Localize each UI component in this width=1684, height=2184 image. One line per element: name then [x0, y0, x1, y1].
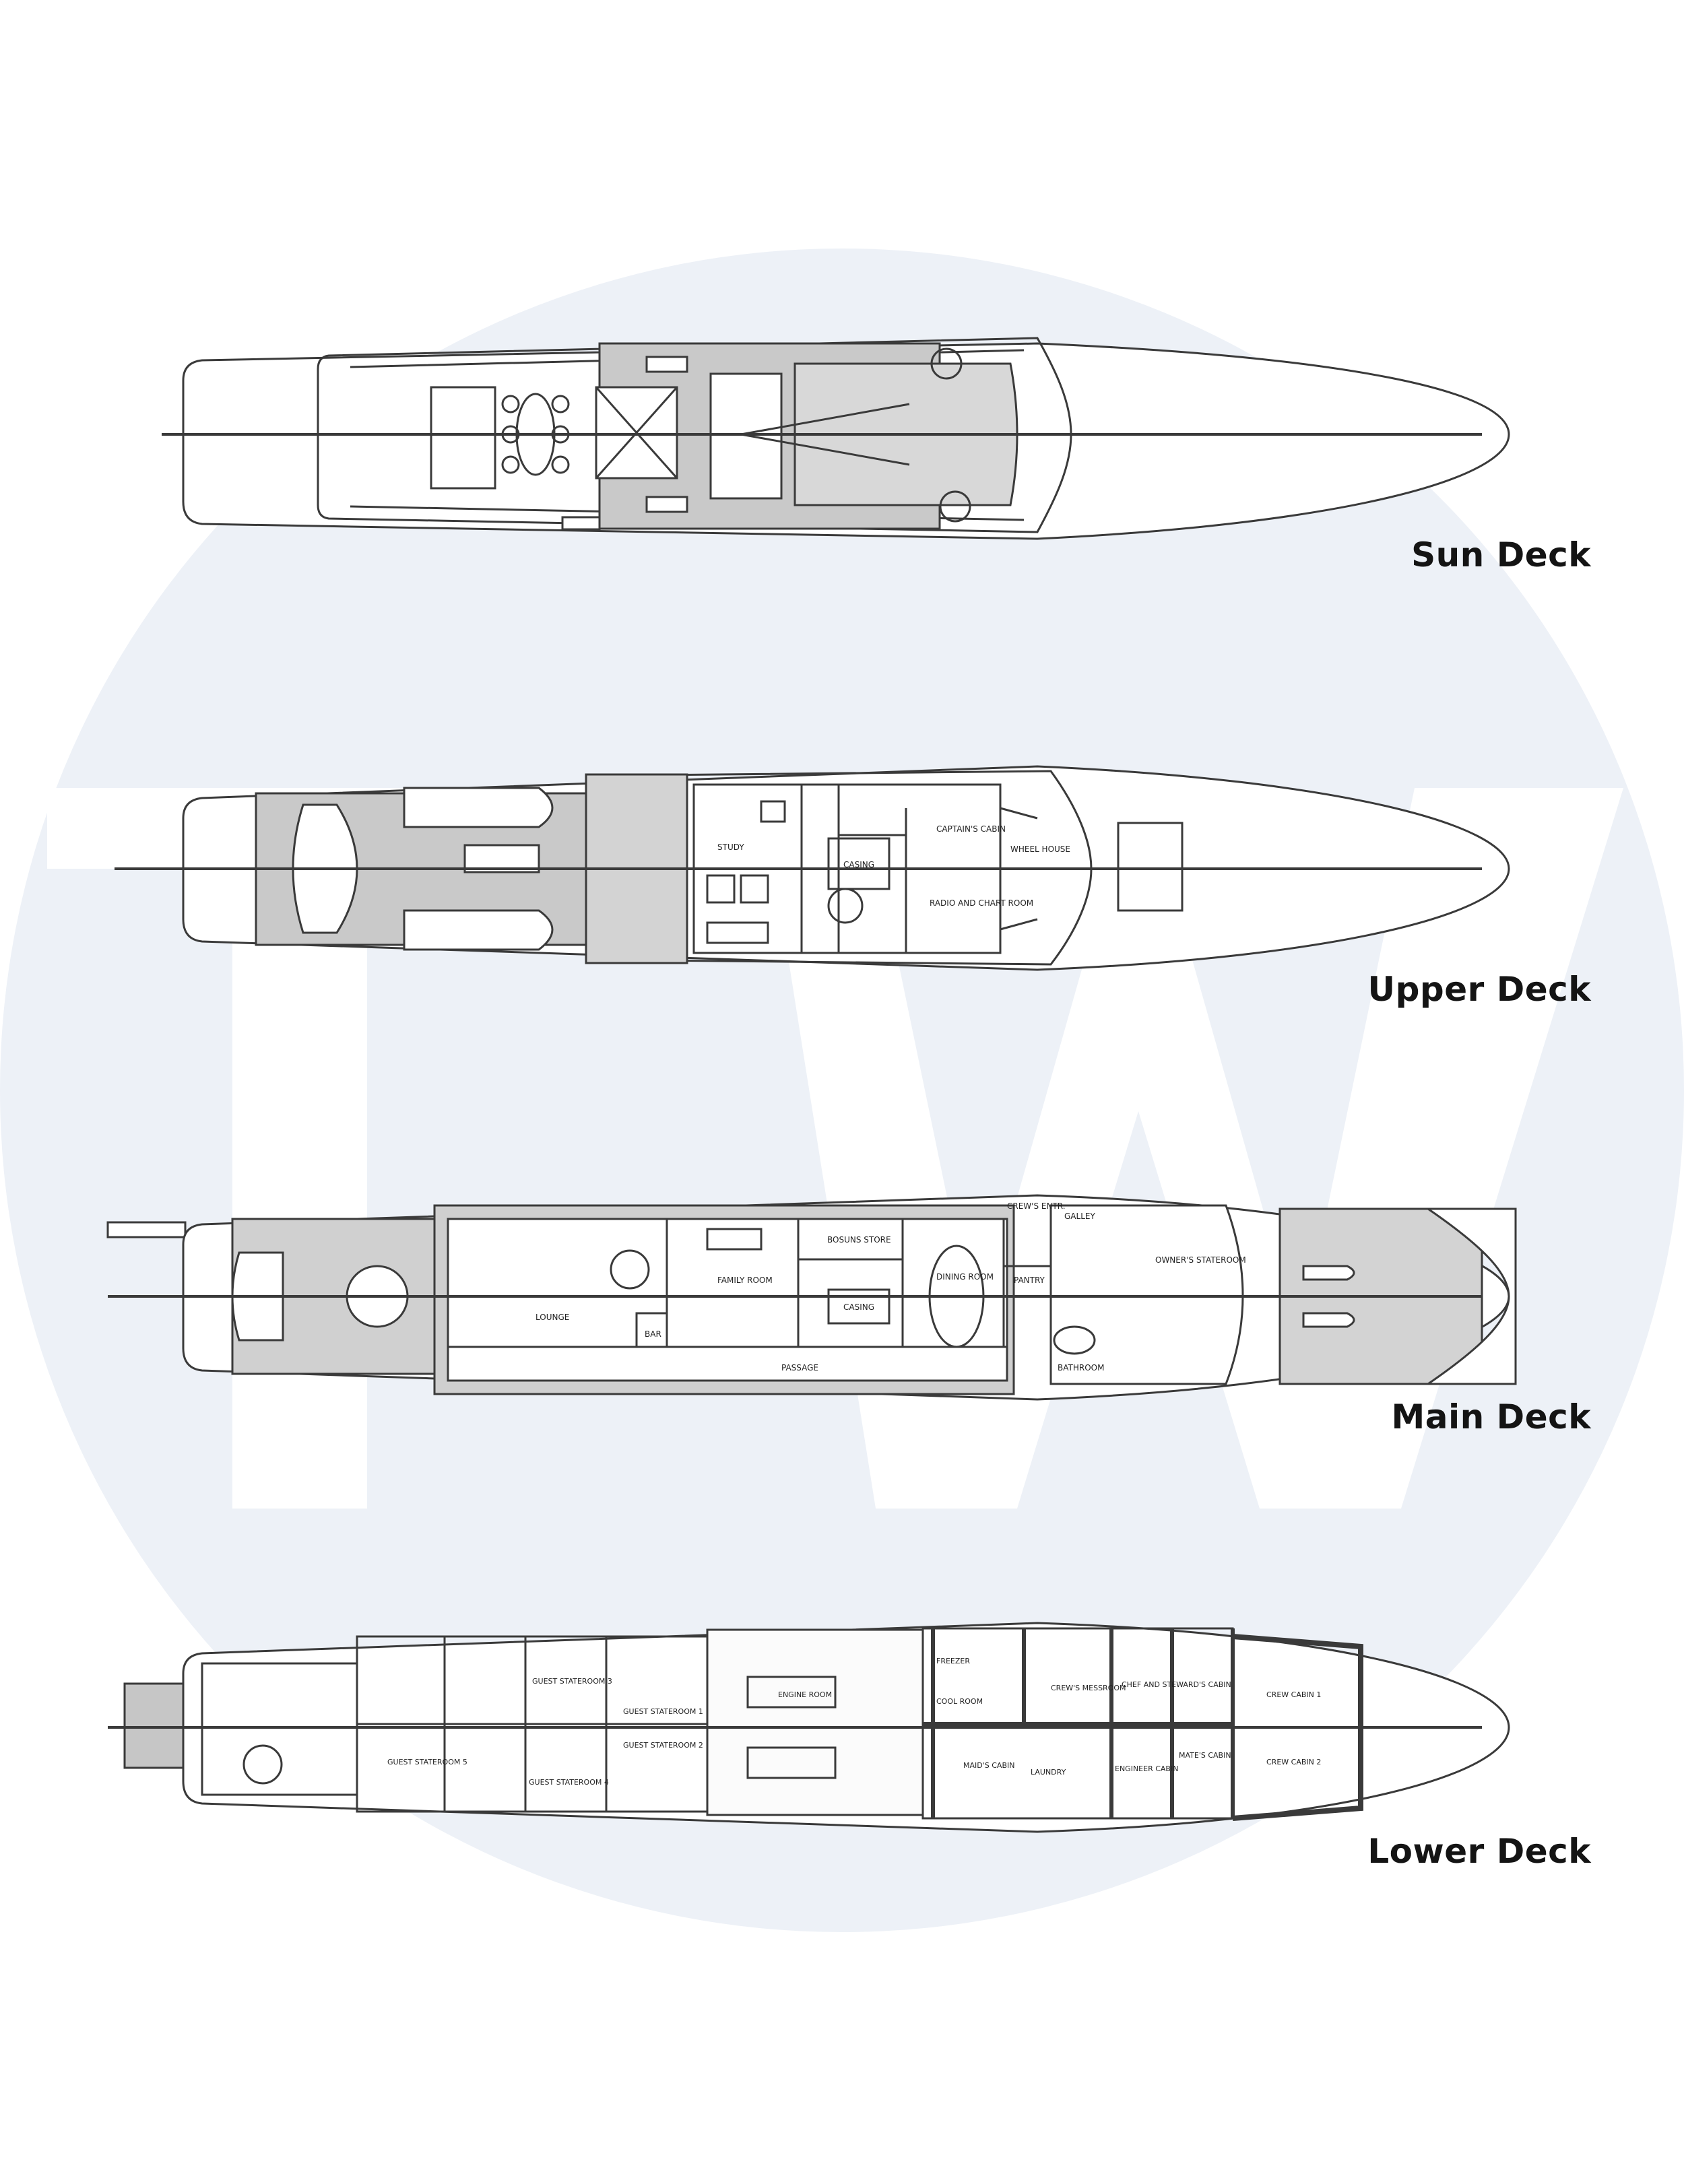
sun-deck-plan: [162, 337, 1510, 540]
upper-deck-casing: [827, 837, 890, 890]
upper-deck-tender-port: [403, 787, 554, 828]
room-label: BATHROOM: [1058, 1363, 1104, 1372]
room-label: BAR: [645, 1329, 661, 1339]
sun-deck-stair-port: [645, 356, 688, 373]
main-deck-foredeck-mask: [1425, 1207, 1517, 1385]
room-label: STUDY: [717, 842, 744, 852]
upper-deck-plan: STUDY CASING CAPTAIN'S CABIN WHEEL HOUSE…: [115, 765, 1510, 971]
room-label: CREW'S MESSROOM: [1051, 1684, 1126, 1692]
room-label: RADIO AND CHART ROOM: [930, 898, 1033, 908]
room-label: MAID'S CABIN: [963, 1761, 1014, 1770]
room-label: GUEST STATEROOM 1: [623, 1707, 703, 1716]
upper-deck-forward-hatch: [1117, 822, 1184, 912]
lower-deck-label: Lower Deck: [1367, 1832, 1591, 1871]
room-label: PASSAGE: [781, 1363, 818, 1372]
room-label: CREW CABIN 2: [1266, 1758, 1321, 1766]
lower-deck-engine-stbd: [746, 1746, 837, 1779]
room-label: ENGINEER CABIN: [1115, 1764, 1178, 1773]
lower-deck-room-labels: GUEST STATEROOM 3 GUEST STATEROOM 1 GUES…: [387, 1657, 1321, 1787]
main-deck-label: Main Deck: [1391, 1397, 1591, 1436]
room-label: GUEST STATEROOM 5: [387, 1758, 467, 1766]
main-deck-jetski-port: [1302, 1265, 1355, 1281]
room-label: BOSUNS STORE: [827, 1235, 891, 1245]
room-label: OWNER'S STATEROOM: [1155, 1255, 1246, 1265]
sun-deck-label: Sun Deck: [1411, 535, 1591, 574]
sun-deck-superstructure: [317, 337, 1072, 533]
room-label: GUEST STATEROOM 4: [529, 1778, 609, 1787]
upper-deck-label: Upper Deck: [1367, 970, 1591, 1009]
sun-deck-bench-port: [561, 516, 601, 531]
lower-deck-beach-club: [201, 1662, 358, 1796]
room-label: LAUNDRY: [1031, 1768, 1066, 1777]
lower-deck-engine-room: [706, 1628, 924, 1816]
room-label: GUEST STATEROOM 3: [532, 1677, 612, 1686]
sun-deck-sunpad-cross: [595, 387, 678, 479]
room-label: FREEZER: [936, 1657, 970, 1665]
room-label: GUEST STATEROOM 2: [623, 1741, 703, 1750]
room-label: CAPTAIN'S CABIN: [936, 824, 1006, 834]
main-deck-interior: [447, 1218, 1008, 1382]
upper-deck-tender-stbd: [403, 909, 554, 951]
sun-deck-radar-stbd: [939, 490, 971, 523]
main-deck-family-sofa: [706, 1228, 763, 1251]
main-deck-casing: [827, 1288, 890, 1325]
sun-deck-mast-lines: [740, 403, 910, 466]
room-label: FAMILY ROOM: [717, 1276, 773, 1285]
lower-deck-crew-partitions: [923, 1628, 1235, 1818]
sun-deck-radar-port: [930, 348, 963, 380]
main-deck-bathtub: [1053, 1325, 1096, 1355]
room-label: CHEF AND STEWARD'S CABIN: [1122, 1680, 1231, 1689]
lower-deck-plan: GUEST STATEROOM 3 GUEST STATEROOM 1 GUES…: [108, 1622, 1510, 1833]
main-deck-room-labels: LOUNGE BAR FAMILY ROOM BOSUNS STORE CASI…: [536, 1201, 1246, 1372]
main-deck-plan: LOUNGE BAR FAMILY ROOM BOSUNS STORE CASI…: [106, 1194, 1517, 1401]
lower-deck-engine-port: [746, 1676, 837, 1709]
room-label: CREW CABIN 1: [1266, 1690, 1321, 1699]
upper-deck-study-furniture: [706, 800, 786, 944]
room-label: CREW'S ENTR.: [1007, 1201, 1066, 1211]
main-deck-passerelle: [106, 1221, 187, 1238]
room-label: LOUNGE: [536, 1313, 569, 1322]
room-label: DINING ROOM: [936, 1272, 994, 1282]
room-label: WHEEL HOUSE: [1010, 845, 1070, 854]
room-label: MATE'S CABIN: [1179, 1751, 1231, 1760]
main-deck-bar: [635, 1312, 668, 1348]
upper-deck-room-labels: STUDY CASING CAPTAIN'S CABIN WHEEL HOUSE…: [717, 824, 1070, 908]
lower-deck-aft-stair: [242, 1744, 283, 1785]
upper-deck-spiral-stair: [827, 888, 864, 924]
room-label: GALLEY: [1064, 1212, 1095, 1221]
lower-deck-guest-partitions: [357, 1636, 707, 1812]
main-deck-jetski-stbd: [1302, 1312, 1355, 1328]
main-deck-partitions: [448, 1219, 1051, 1348]
room-label: PANTRY: [1014, 1276, 1045, 1285]
room-label: CASING: [843, 860, 874, 869]
sun-deck-bar: [430, 386, 496, 490]
main-deck-owner-suite: [1049, 1204, 1244, 1385]
room-label: COOL ROOM: [936, 1697, 983, 1706]
room-label: ENGINE ROOM: [778, 1690, 832, 1699]
main-deck-lounge-table: [610, 1249, 650, 1290]
sun-deck-stair-stbd: [645, 496, 688, 513]
room-label: CASING: [843, 1302, 874, 1312]
